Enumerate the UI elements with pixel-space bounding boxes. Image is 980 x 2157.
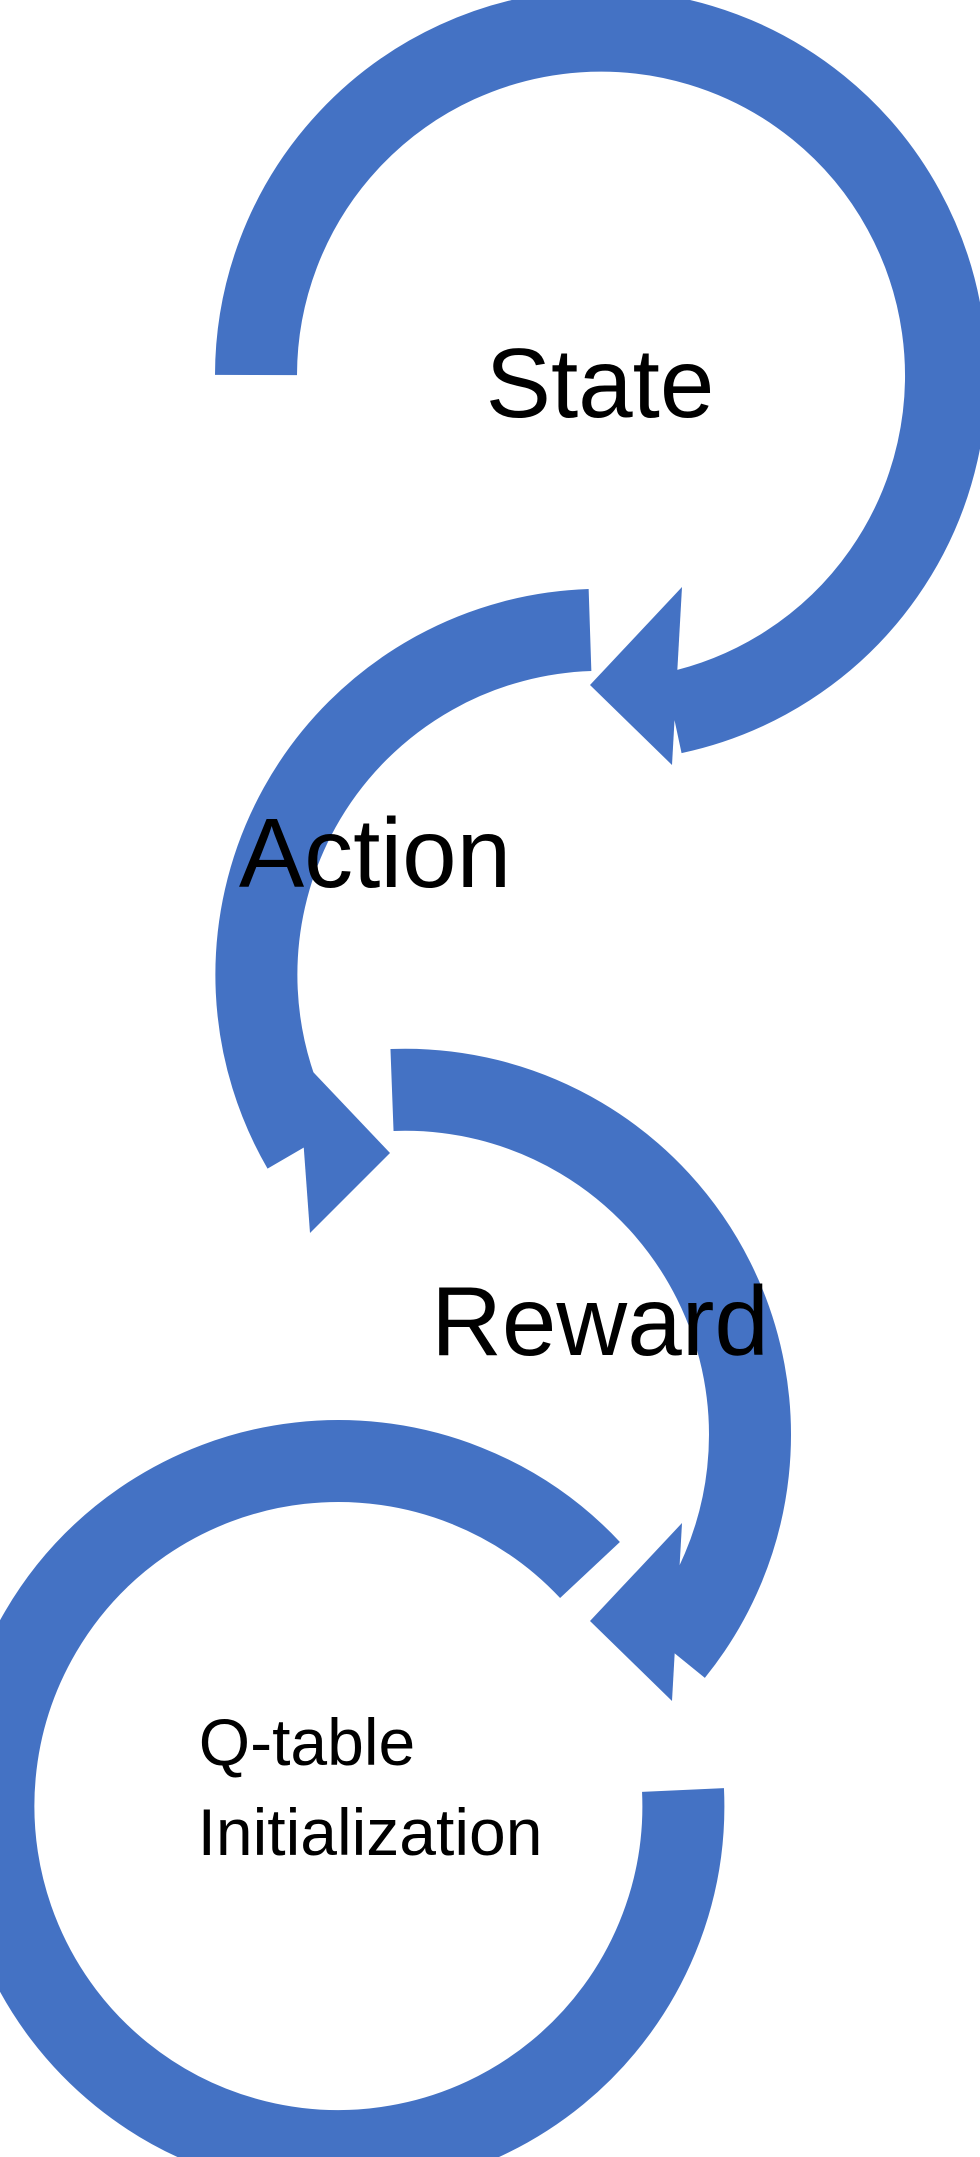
state-label: State: [486, 328, 715, 438]
qtable-label-line2: Initialization: [198, 1795, 543, 1869]
action-arc: [215, 589, 592, 1169]
state-loop: [215, 0, 980, 765]
action-arrowhead-icon: [297, 1055, 390, 1233]
qtable-arc: [0, 1420, 725, 2157]
reward-label: Reward: [431, 1266, 769, 1376]
action-loop: [215, 589, 592, 1233]
qtable-label-line1: Q-table: [199, 1705, 415, 1779]
state-arc: [215, 0, 980, 754]
qtable-loop: [0, 1420, 725, 2157]
reward-arrowhead-icon: [590, 1523, 682, 1701]
reward-loop: [390, 1048, 791, 1701]
action-label: Action: [239, 798, 511, 908]
state-arrowhead-icon: [590, 587, 682, 765]
reward-arc: [390, 1048, 791, 1678]
